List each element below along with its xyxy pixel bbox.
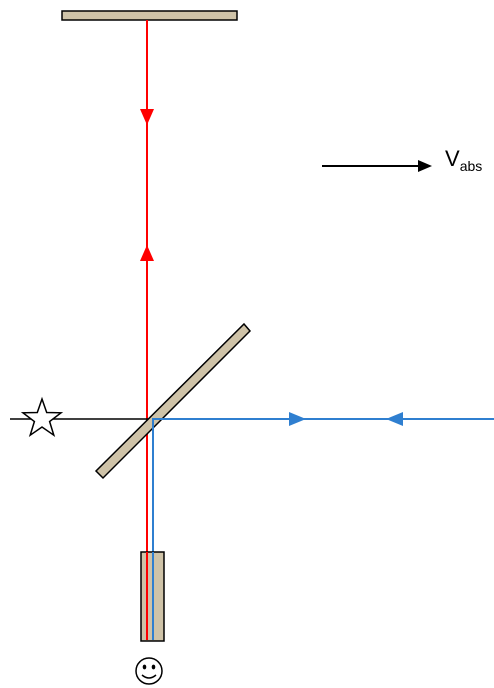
blue-arrow-right — [289, 412, 306, 426]
beam-splitter — [94, 322, 252, 480]
velocity-label-main: V — [445, 146, 460, 171]
red-arrow-up — [140, 245, 154, 261]
top-mirror — [61, 10, 238, 21]
blue-arrow-left — [386, 412, 403, 426]
velocity-label-subscript: abs — [459, 158, 483, 174]
star-icon — [20, 396, 64, 438]
velocity-label: Vabs — [445, 146, 482, 174]
red-arrow-down — [140, 109, 154, 125]
velocity-arrow-head — [418, 160, 432, 172]
smiley-icon — [135, 657, 163, 685]
